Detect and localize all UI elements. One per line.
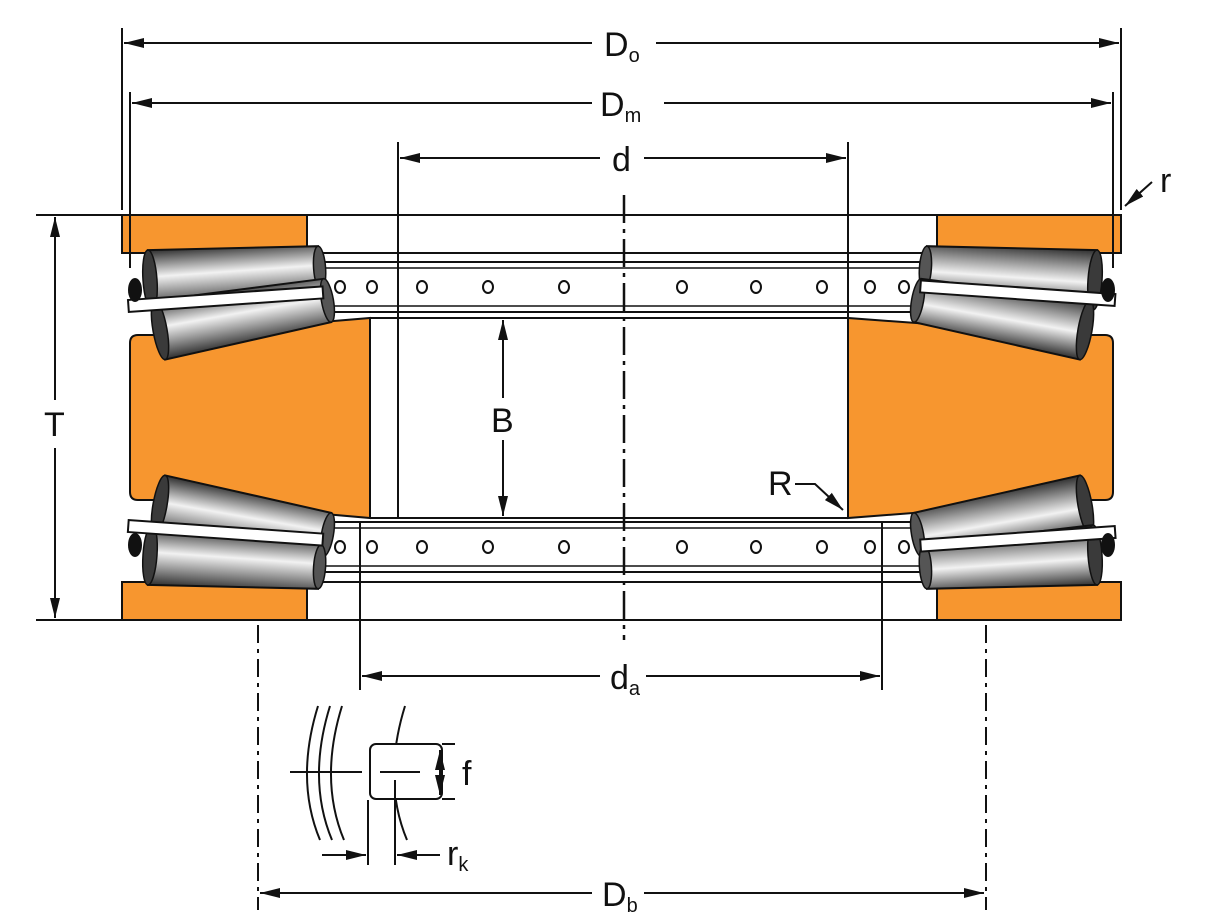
label-Db: Db [602, 876, 638, 917]
cage-hole [864, 540, 876, 554]
svg-text:Dm: Dm [600, 86, 641, 127]
cage-hole [750, 540, 762, 554]
cage-hole [416, 540, 428, 554]
label-rk: rk [447, 835, 469, 876]
label-T: T [44, 406, 65, 444]
roller-bottom-right [905, 473, 1117, 599]
extension-lines [36, 28, 1122, 910]
roller-top-right [905, 236, 1117, 362]
cage-hole [816, 280, 828, 294]
label-r: r [1160, 162, 1171, 200]
label-Dm: Dm [600, 86, 641, 127]
cage-hole [676, 280, 688, 294]
svg-text:rk: rk [447, 835, 469, 876]
cage-hole [864, 280, 876, 294]
label-da: da [610, 659, 641, 700]
cage-hole [898, 280, 910, 294]
bottom-cage-holes [334, 540, 910, 554]
cage-hole [334, 280, 346, 294]
cage-hole [334, 540, 346, 554]
cage-hole [816, 540, 828, 554]
roller-bottom-left [126, 473, 340, 599]
svg-text:Db: Db [602, 876, 638, 917]
roller-top-left [126, 236, 340, 362]
cage-hole [750, 280, 762, 294]
cage-hole [676, 540, 688, 554]
cage-hole [898, 540, 910, 554]
top-cage [309, 261, 921, 313]
center-cup [129, 316, 1114, 520]
cage-hole [558, 280, 570, 294]
cage-hole [416, 280, 428, 294]
cage-hole [558, 540, 570, 554]
dimension-lines [50, 38, 1153, 898]
top-cage-holes [334, 280, 910, 294]
cage-hole [366, 280, 378, 294]
label-d: d [612, 141, 631, 179]
cage-hole [482, 280, 494, 294]
label-B: B [491, 402, 514, 440]
label-R: R [768, 465, 793, 503]
bottom-cage [309, 521, 921, 573]
label-f: f [462, 755, 472, 793]
label-Do: Do [604, 26, 640, 67]
cage-hole [366, 540, 378, 554]
svg-text:Do: Do [604, 26, 640, 67]
seals [128, 278, 1115, 557]
cage-hole [482, 540, 494, 554]
svg-text:da: da [610, 659, 641, 700]
detail-inset [290, 705, 455, 865]
